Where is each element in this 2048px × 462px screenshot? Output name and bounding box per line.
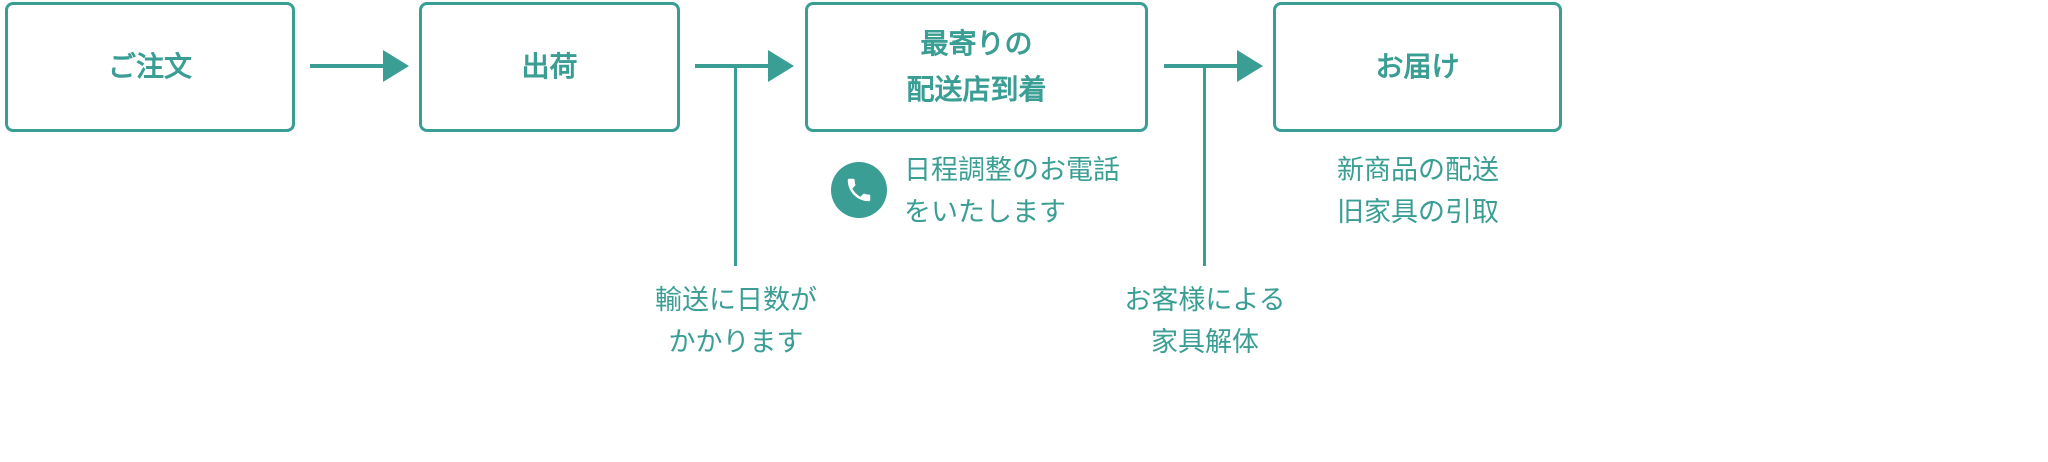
- branch-line-disassembly: [1203, 66, 1206, 266]
- arrow-1-line: [310, 64, 386, 68]
- note-line: をいたします: [904, 197, 1066, 228]
- step-delivery: お届け: [1273, 2, 1562, 132]
- note-line: 新商品の配送: [1337, 155, 1499, 186]
- step-label-line1: 最寄りの: [920, 27, 1033, 60]
- step-shipping: 出荷: [419, 2, 680, 132]
- arrow-3-line: [1164, 64, 1240, 68]
- note-line: 家具解体: [1151, 327, 1259, 358]
- step-label: 出荷: [521, 50, 578, 83]
- note-shipping: 輸送に日数が かかります: [636, 280, 836, 364]
- note-line: 輸送に日数が: [655, 285, 817, 316]
- arrow-3-head: [1237, 50, 1263, 82]
- step-order: ご注文: [5, 2, 295, 132]
- note-line: 旧家具の引取: [1337, 197, 1499, 228]
- step-label: ご注文: [107, 50, 192, 83]
- arrow-2-head: [768, 50, 794, 82]
- branch-line-shipping: [734, 66, 737, 266]
- step-label: お届け: [1375, 50, 1460, 83]
- note-line: かかります: [668, 327, 804, 358]
- step-label-line2: 配送店到着: [906, 73, 1047, 106]
- note-line: 日程調整のお電話: [904, 155, 1120, 186]
- note-phone-call: 日程調整のお電話 をいたします: [904, 150, 1120, 234]
- note-delivery: 新商品の配送 旧家具の引取: [1318, 150, 1518, 234]
- arrow-2-line: [695, 64, 771, 68]
- arrow-1-head: [383, 50, 409, 82]
- note-line: お客様による: [1124, 285, 1286, 316]
- note-disassembly: お客様による 家具解体: [1105, 280, 1305, 364]
- step-arrival: 最寄りの配送店到着: [805, 2, 1148, 132]
- phone-icon: [831, 162, 887, 218]
